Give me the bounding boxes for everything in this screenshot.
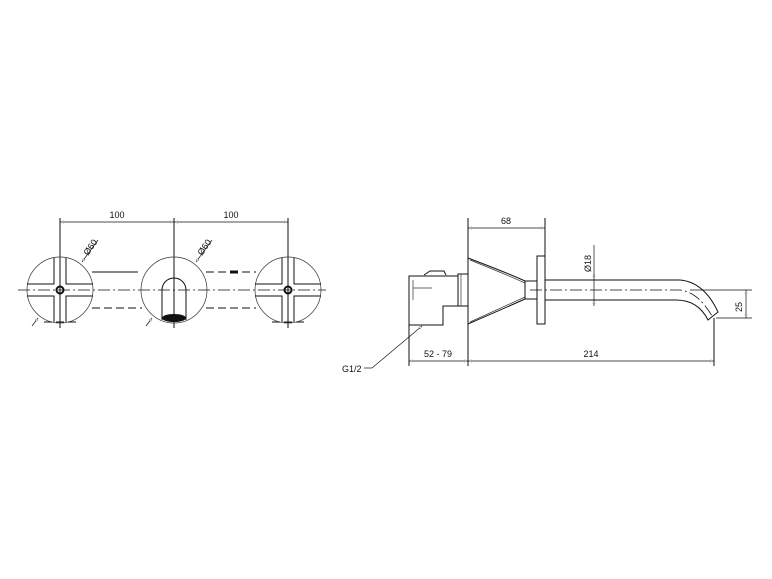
front-view: 100 100 Ø6 [18, 210, 326, 328]
dim-diameter-center: Ø60 [195, 237, 213, 257]
dim-spacing-right: 100 [223, 210, 238, 220]
left-handle [26, 256, 94, 324]
right-handle [254, 256, 322, 324]
dim-spout-projection: 214 [583, 349, 598, 359]
dim-spout-drop: 25 [734, 302, 744, 312]
dim-wall-depth: 52 - 79 [424, 349, 452, 359]
spout-rosette [140, 256, 208, 324]
side-view: G1/2 68 Ø18 25 52 - 79 214 [342, 216, 752, 374]
dim-spacing-left: 100 [109, 210, 124, 220]
dim-spout-diameter: Ø18 [583, 255, 593, 272]
dim-cone-length: 68 [501, 216, 511, 226]
dim-diameter-left: Ø60 [81, 237, 99, 257]
thread-label: G1/2 [342, 364, 362, 374]
